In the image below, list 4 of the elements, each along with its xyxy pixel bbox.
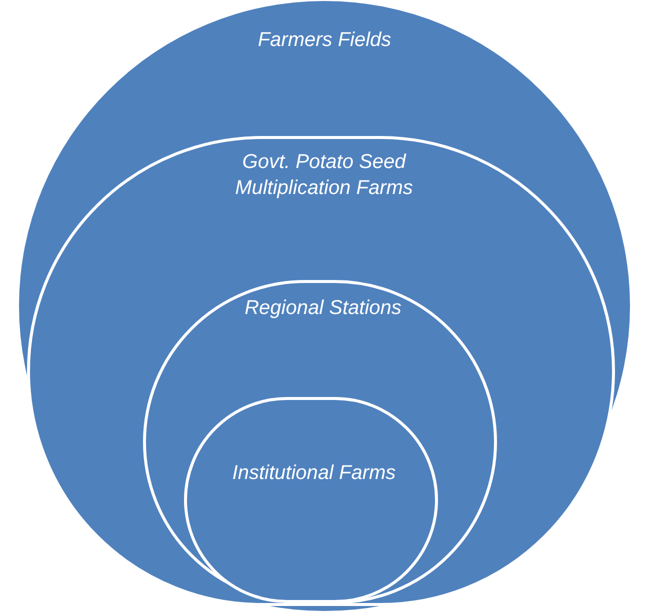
ellipse-label: Farmers Fields	[256, 28, 392, 53]
ellipse-label: Regional Stations	[244, 296, 402, 321]
ellipse-label: Institutional Farms	[231, 461, 397, 486]
ellipse-label: Govt. Potato Seed Multiplication Farms	[234, 150, 414, 201]
